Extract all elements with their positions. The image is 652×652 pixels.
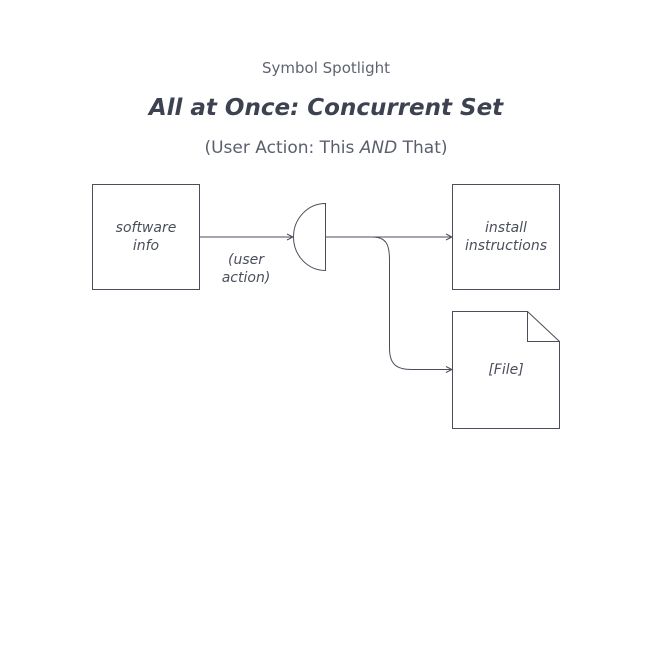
file-fold-corner [527,311,560,342]
edge-label-line1: (user [228,252,264,268]
and-gate-symbol[interactable] [293,202,326,272]
diagram-eyebrow: Symbol Spotlight [262,59,390,77]
source-node-label-line1: software [115,220,177,236]
subtitle-suffix: That) [397,138,448,158]
file-node-label: [File] [488,362,524,378]
subtitle-prefix: (User Action: This [204,138,360,158]
source-node-label: software info [92,219,200,255]
subtitle-emphasis: AND [359,138,398,158]
page-node-label: install instructions [452,219,560,255]
page-node-label-line2: instructions [465,238,547,254]
connector-gate-to-file [371,236,452,370]
edge-label: (user action) [210,251,282,287]
page-node-label-line1: install [485,220,527,236]
edge-label-line2: action) [221,270,271,286]
source-node-label-line2: info [132,238,160,254]
diagram-subtitle: (User Action: This AND That) [0,138,652,158]
diagram-title: All at Once: Concurrent Set [148,95,504,121]
file-node-shape[interactable] [452,311,560,429]
page-node-box[interactable] [452,184,560,290]
source-node-box[interactable] [92,184,200,290]
